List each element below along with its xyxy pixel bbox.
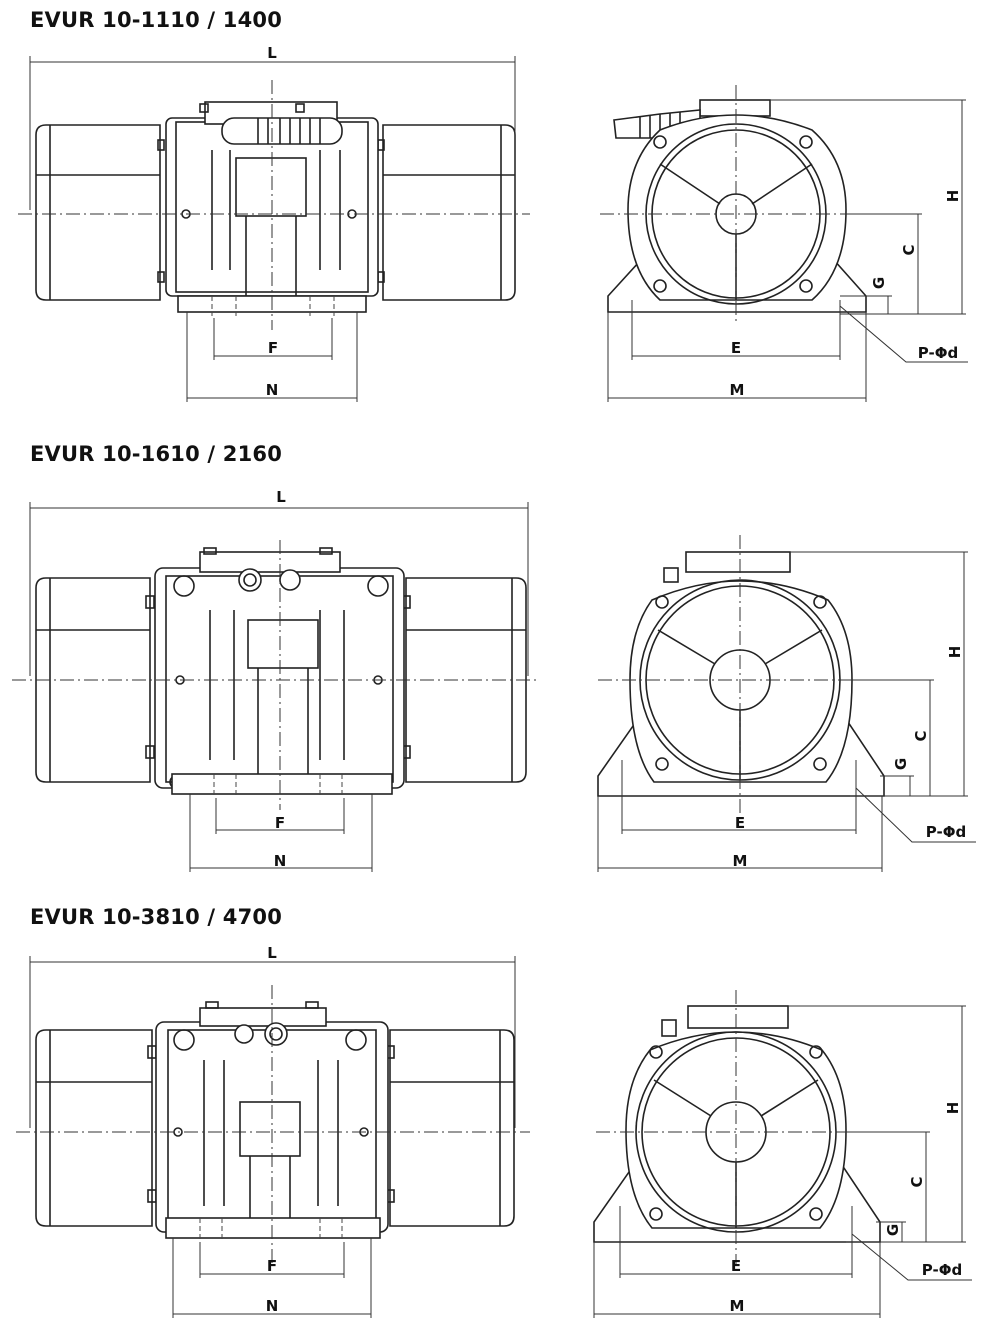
dim-label-e: E (731, 339, 741, 357)
dim-label-f: F (268, 339, 278, 357)
dim-label-h: H (946, 646, 964, 659)
side-view-1 (607, 99, 867, 313)
dim-label-l: L (276, 488, 286, 506)
dim-label-pd: P-Φd (918, 344, 958, 362)
drawing-evur-1110-1400: L F N H C G E M P-Φd (18, 44, 968, 402)
dim-label-l: L (267, 44, 277, 62)
dim-label-g: G (884, 1224, 902, 1236)
dim-label-n: N (274, 852, 287, 870)
section-title-1: EVUR 10-1110 / 1400 (30, 8, 283, 32)
dim-label-m: M (730, 1297, 745, 1315)
dim-label-pd: P-Φd (922, 1261, 962, 1279)
dim-label-f: F (275, 814, 285, 832)
dim-label-g: G (892, 758, 910, 770)
front-view-2 (35, 547, 527, 798)
dim-label-n: N (266, 381, 279, 399)
section-title-3: EVUR 10-3810 / 4700 (30, 905, 283, 929)
dim-label-e: E (735, 814, 745, 832)
dim-label-m: M (733, 852, 748, 870)
dim-label-n: N (266, 1297, 279, 1315)
drawing-evur-3810-4700: L F N H C G E M P-Φd (16, 944, 972, 1318)
dim-label-pd: P-Φd (926, 823, 966, 841)
dim-label-c: C (900, 244, 918, 255)
side-view-2 (597, 551, 885, 797)
side-view-3 (593, 1005, 881, 1243)
dim-label-h: H (944, 190, 962, 203)
dim-label-e: E (731, 1257, 741, 1275)
dim-label-g: G (870, 277, 888, 289)
dim-label-m: M (730, 381, 745, 399)
front-view-3 (35, 1001, 515, 1242)
dim-label-c: C (912, 730, 930, 741)
section-title-2: EVUR 10-1610 / 2160 (30, 442, 283, 466)
drawing-evur-1610-2160: L F N H C G E M P-Φd (12, 488, 976, 872)
dim-label-f: F (267, 1257, 277, 1275)
front-view-1 (35, 101, 516, 316)
dim-label-h: H (944, 1102, 962, 1115)
dim-label-l: L (267, 944, 277, 962)
dim-label-c: C (908, 1176, 926, 1187)
